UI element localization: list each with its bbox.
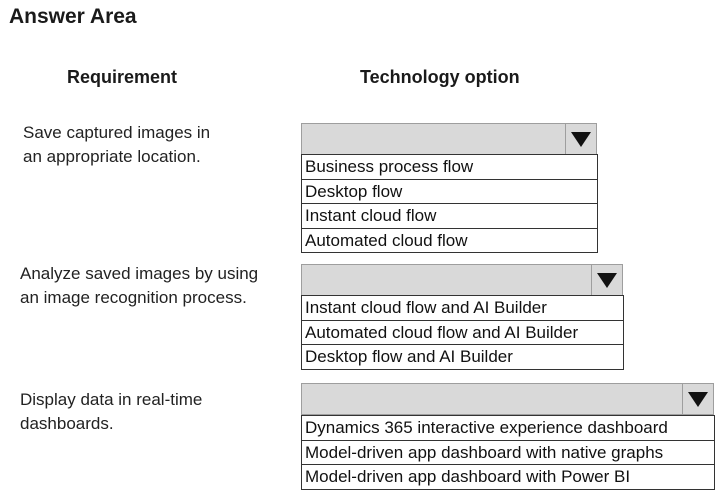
technology-option-header: Technology option: [360, 67, 520, 87]
option-model-driven-native-graphs[interactable]: Model-driven app dashboard with native g…: [302, 441, 714, 465]
answer-area-title: Answer Area: [9, 5, 137, 28]
option-desktop-flow-ai-builder[interactable]: Desktop flow and AI Builder: [302, 345, 623, 370]
option-automated-cloud-flow[interactable]: Automated cloud flow: [302, 229, 597, 253]
requirement-2-line-1: Analyze saved images by using: [20, 264, 259, 283]
requirement-1-line-1: Save captured images in: [23, 123, 211, 142]
dropdown-1-toggle[interactable]: [565, 124, 596, 154]
option-instant-cloud-flow[interactable]: Instant cloud flow: [302, 204, 597, 229]
option-automated-cloud-flow-ai-builder[interactable]: Automated cloud flow and AI Builder: [302, 321, 623, 345]
requirement-2-line-2: an image recognition process.: [20, 288, 247, 307]
dropdown-2-toggle[interactable]: [591, 265, 622, 295]
dropdown-2-options: Instant cloud flow and AI Builder Automa…: [301, 295, 624, 370]
technology-dropdown-2[interactable]: [301, 264, 623, 296]
dropdown-3-toggle[interactable]: [682, 384, 713, 414]
technology-dropdown-1[interactable]: [301, 123, 597, 155]
triangle-down-icon: [597, 272, 617, 288]
requirement-2: Analyze saved images by using an image r…: [20, 262, 258, 310]
technology-dropdown-3[interactable]: [301, 383, 714, 415]
option-dynamics-365-interactive-dashboard[interactable]: Dynamics 365 interactive experience dash…: [302, 416, 714, 441]
option-instant-cloud-flow-ai-builder[interactable]: Instant cloud flow and AI Builder: [302, 296, 623, 321]
requirement-3-line-2: dashboards.: [20, 414, 114, 433]
option-desktop-flow[interactable]: Desktop flow: [302, 180, 597, 204]
requirement-3-line-1: Display data in real-time: [20, 390, 203, 409]
option-business-process-flow[interactable]: Business process flow: [302, 155, 597, 180]
requirement-1-line-2: an appropriate location.: [23, 147, 201, 166]
triangle-down-icon: [571, 131, 591, 147]
requirement-3: Display data in real-time dashboards.: [20, 388, 202, 436]
dropdown-3-options: Dynamics 365 interactive experience dash…: [301, 415, 715, 490]
requirement-1: Save captured images in an appropriate l…: [23, 121, 210, 169]
dropdown-1-options: Business process flow Desktop flow Insta…: [301, 154, 598, 253]
requirement-header: Requirement: [67, 67, 178, 87]
option-model-driven-power-bi[interactable]: Model-driven app dashboard with Power BI: [302, 465, 714, 490]
triangle-down-icon: [688, 391, 708, 407]
